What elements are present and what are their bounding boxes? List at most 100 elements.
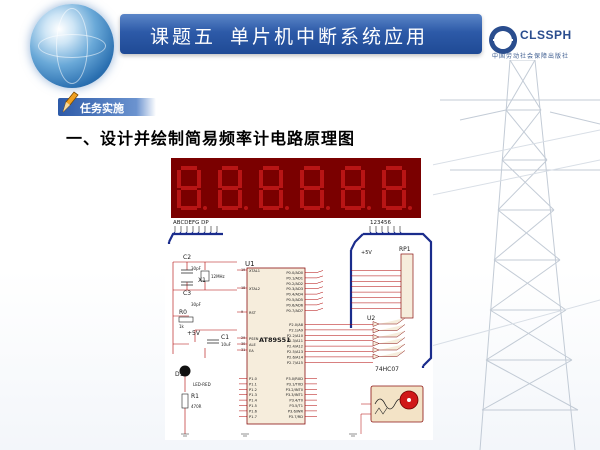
mcu-pin-p1-2: P1.2 (249, 388, 257, 392)
digit-6-segment-g (386, 186, 402, 190)
mcu-pin-p1-7: P1.7 (249, 415, 257, 419)
digit-1-segment-d (181, 206, 197, 210)
mcu-pin-p2-6: P2.6/A14 (287, 355, 304, 359)
digit-4-segment-g (304, 186, 320, 190)
digit-3-segment-f (259, 170, 263, 188)
c2-value: 30pF (191, 266, 202, 271)
digit-5-segment-g (345, 186, 361, 190)
digit-3-segment-e (259, 190, 263, 208)
mcu-pin-p0-1: P0.1/AD1 (286, 276, 303, 280)
mcu-pin-p3-3: P3.3/INT1 (286, 393, 303, 397)
digit-5-segment-b (361, 170, 365, 188)
display-digits (177, 166, 412, 210)
mcu-pin-p3-7: P3.7/RD (289, 415, 304, 419)
port0-wires (316, 270, 401, 311)
buffer-gates (372, 317, 406, 360)
u2-label: U2 (367, 315, 375, 322)
mcu-pin-p1-0: P1.0 (249, 377, 258, 381)
mcu-pin-p2-5: P2.5/A13 (287, 350, 303, 354)
mcu-pin-p2-7: P2.7/A15 (287, 361, 303, 365)
digit-3-segment-c (279, 190, 283, 208)
digit-6-segment-c (402, 190, 406, 208)
digit-1-segment-c (197, 190, 201, 208)
digit-2-decimal-point (244, 206, 248, 210)
digit-6-decimal-point (408, 206, 412, 210)
globe-logo (30, 4, 114, 88)
port0-wire-7 (316, 308, 401, 311)
crystal-x1 (200, 270, 210, 282)
digit-6-segment-a (386, 166, 402, 170)
digit-6-segment-d (386, 206, 402, 210)
mcu-pin-p3-1: P3.1/TXD (286, 382, 303, 386)
resistor-pack-rp1 (400, 253, 414, 319)
digit-6-segment-e (382, 190, 386, 208)
logo-tagline: 中国劳动社会保障出版社 (492, 53, 570, 60)
digit-1-segment-b (197, 170, 201, 188)
digit-4-segment-f (300, 170, 304, 188)
pencil-icon (62, 91, 79, 113)
mcu-pin-rst: RST (249, 311, 257, 315)
power-pylon-background (360, 60, 600, 450)
r1-label: R1 (191, 393, 199, 400)
mcu-pin-p2-4: P2.4/A12 (287, 345, 303, 349)
data-bus (167, 232, 433, 368)
digit-1-decimal-point (203, 206, 207, 210)
digit-1-segment-f (177, 170, 181, 188)
digit-2-segment-e (218, 190, 222, 208)
c1-label: C1 (221, 334, 229, 341)
led-d1 (179, 365, 191, 377)
resistor-r1 (181, 393, 189, 409)
digit-2-segment-b (238, 170, 242, 188)
d1-label: D1 (175, 371, 184, 378)
logo-brand: CLSSPH (520, 28, 572, 42)
vcc2-label: +5V (361, 250, 372, 256)
digit-4-segment-e (300, 190, 304, 208)
digit-4-segment-a (304, 166, 320, 170)
digit-3-segment-a (263, 166, 279, 170)
digit-2-segment-d (222, 206, 238, 210)
mcu-pin-p2-0: P2.0/A8 (289, 323, 304, 327)
port0-wire-5 (316, 297, 401, 300)
c3-value: 30pF (191, 302, 202, 307)
resistor-r0 (178, 316, 194, 323)
mcu-pin-p3-5: P3.5/T1 (289, 404, 303, 408)
digit-5-segment-c (361, 190, 365, 208)
mcu-pin-p2-3: P2.3/A11 (287, 339, 303, 343)
mcu-pin-p3-6: P3.6/WR (288, 409, 304, 413)
seven-segment-display (171, 158, 421, 218)
digit-6-segment-f (382, 170, 386, 188)
mcu-pin-p1-4: P1.4 (249, 399, 258, 403)
mcu-u1 (246, 267, 306, 425)
u2-model: 74HC07 (375, 366, 399, 373)
digit-5-segment-d (345, 206, 361, 210)
mcu-pin-p0-6: P0.6/AD6 (286, 303, 303, 307)
x1-value: 12MHz (211, 274, 225, 279)
digit-4-segment-b (320, 170, 324, 188)
segment-labels: ABCDEFG DP (173, 220, 209, 226)
mcu-pin-p0-2: P0.2/AD2 (286, 282, 303, 286)
r1-value: 470R (191, 404, 202, 409)
mcu-pin-p2-1: P2.1/A9 (289, 328, 304, 332)
port0-wire-0 (316, 270, 401, 273)
mcu-pin-psen: PSEN (249, 337, 259, 341)
mcu-designator: U1 (245, 260, 255, 268)
mcu-pin-p1-6: P1.6 (249, 409, 258, 413)
port0-wire-1 (316, 275, 401, 279)
mcu-model: AT89S51 (259, 336, 291, 344)
lesson-topic: 单片机中断系统应用 (230, 26, 429, 48)
digit-4-segment-d (304, 206, 320, 210)
buffer-gate-3 (372, 330, 406, 340)
oscillator-wiring (172, 261, 237, 434)
rp1-label: RP1 (399, 246, 411, 253)
r0-value: 1k (179, 324, 185, 329)
buffer-gate-4 (372, 337, 406, 347)
task-tag-label: 任务实施 (80, 102, 124, 115)
digit-4-segment-c (320, 190, 324, 208)
capacitors (181, 269, 219, 344)
digit-2-segment-f (218, 170, 222, 188)
digit-1-segment-e (177, 190, 181, 208)
section-title: 一、设计并绘制简易频率计电路原理图 (66, 129, 356, 148)
digit-2-segment-g (222, 186, 238, 190)
mcu-pin-p0-3: P0.3/AD3 (286, 287, 303, 291)
